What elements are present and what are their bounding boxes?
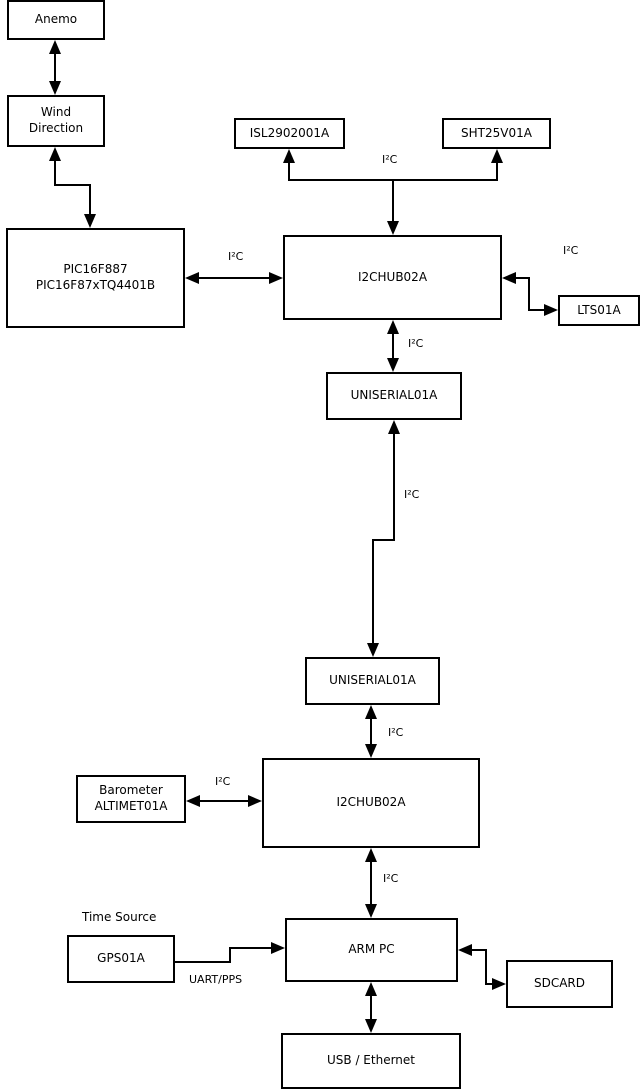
label-time-source: Time Source bbox=[82, 910, 157, 924]
connector-pic-wind bbox=[49, 147, 96, 228]
connector-hubtop-lts bbox=[502, 272, 558, 316]
connector-hubtop-uniserialup bbox=[387, 320, 399, 372]
label-uart-pps: UART/PPS bbox=[189, 973, 243, 986]
label-i2c-hub-uniserial: I²C bbox=[408, 337, 424, 350]
connector-gps-armpc bbox=[175, 942, 285, 963]
node-sht25v01a[interactable]: SHT25V01A bbox=[442, 118, 551, 149]
label-i2c-barometer-hub: I²C bbox=[215, 775, 231, 788]
node-i2chub02a-top[interactable]: I2CHUB02A bbox=[283, 235, 502, 320]
node-wind-direction[interactable]: Wind Direction bbox=[7, 95, 105, 147]
node-usb-ethernet[interactable]: USB / Ethernet bbox=[281, 1033, 461, 1089]
node-isl2902001a[interactable]: ISL2902001A bbox=[234, 118, 345, 149]
label-i2c-top-sensors: I²C bbox=[382, 153, 398, 166]
node-uniserial01a-upper[interactable]: UNISERIAL01A bbox=[326, 372, 462, 420]
label-i2c-hub-lts: I²C bbox=[563, 244, 579, 257]
connector-armpc-usb bbox=[365, 982, 377, 1033]
node-barometer-altimet01a[interactable]: Barometer ALTIMET01A bbox=[76, 775, 186, 823]
connector-barometer-hubbot bbox=[186, 795, 262, 807]
label-i2c-uniserial-hub-bottom: I²C bbox=[388, 726, 404, 739]
connector-anemo-wind bbox=[49, 40, 61, 95]
connector-uniserial-link bbox=[367, 420, 400, 657]
connector-armpc-sdcard bbox=[458, 944, 506, 990]
connector-pic-hubtop bbox=[185, 272, 283, 284]
label-i2c-uniserial-link: I²C bbox=[404, 488, 420, 501]
label-i2c-hub-armpc: I²C bbox=[383, 872, 399, 885]
node-sdcard[interactable]: SDCARD bbox=[506, 960, 613, 1008]
node-pic-microcontroller[interactable]: PIC16F887 PIC16F87xTQ4401B bbox=[6, 228, 185, 328]
connector-hubtop-sensors bbox=[283, 149, 503, 235]
node-gps01a[interactable]: GPS01A bbox=[67, 935, 175, 983]
connector-uniserialdn-hubbot bbox=[365, 705, 377, 758]
node-lts01a[interactable]: LTS01A bbox=[558, 295, 640, 326]
label-i2c-pic-hub: I²C bbox=[228, 250, 244, 263]
connector-hubbot-armpc bbox=[365, 848, 377, 918]
node-uniserial01a-lower[interactable]: UNISERIAL01A bbox=[305, 657, 440, 705]
node-i2chub02a-bottom[interactable]: I2CHUB02A bbox=[262, 758, 480, 848]
node-anemo[interactable]: Anemo bbox=[7, 0, 105, 40]
node-arm-pc[interactable]: ARM PC bbox=[285, 918, 458, 982]
